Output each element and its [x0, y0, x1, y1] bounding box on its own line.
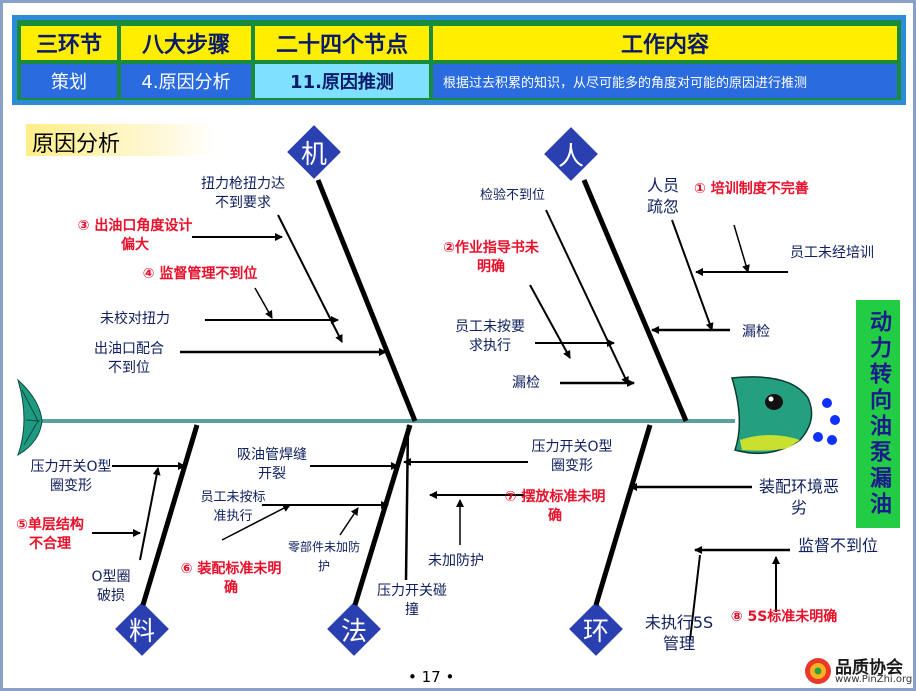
header-val-stage: 策划: [21, 64, 117, 98]
cause-label: ⑥ 装配标准未明确: [180, 561, 282, 596]
bone-ren: [581, 179, 689, 422]
bubble-icon: [822, 398, 832, 408]
section-title-text: 原因分析: [32, 132, 121, 157]
logo-name: 品质协会: [835, 658, 903, 678]
section-title: 原因分析: [26, 124, 216, 157]
cause-label: 吸油管焊缝开裂: [237, 447, 307, 482]
bubble-icon: [813, 432, 823, 442]
cause-label: 漏检: [742, 324, 770, 340]
cause-label: ⑦ 摆放标准未明确: [504, 489, 606, 524]
category-fa: 法: [330, 605, 378, 653]
header-val-content: 根据过去积累的知识，从尽可能多的角度对可能的原因进行推测: [433, 64, 897, 98]
cause-label: ②作业指导书未明确: [443, 240, 539, 275]
cause-label: ⑤单层结构不合理: [16, 517, 84, 552]
cause-label: 零部件未加防护: [288, 540, 361, 573]
bone-huan: [593, 424, 653, 606]
cause-label: ④ 监督管理不到位: [142, 266, 258, 282]
logo: 品质协会 www.PinZhi.org: [803, 651, 915, 691]
header-col-content: 工作内容: [433, 26, 897, 60]
header-table: 三环节 八大步骤 二十四个节点 工作内容 策划 4.原因分析 11.原因推测 根…: [12, 15, 906, 105]
cause-label: 压力开关O型圈变形: [531, 439, 613, 474]
cause-label: 人员疏忽: [646, 176, 679, 216]
cause-label: 未加防护: [428, 553, 484, 569]
category-huan: 环: [572, 605, 620, 653]
bubble-icon: [827, 435, 837, 445]
effect-box: 动力转向油泵漏油: [856, 300, 900, 528]
cause-label: 检验不到位: [480, 188, 546, 203]
cause-label: 员工未按要求执行: [455, 319, 525, 354]
logo-icon: [805, 658, 831, 684]
header-col-nodes: 二十四个节点: [255, 26, 429, 60]
cause-label: O型圈破损: [91, 569, 131, 604]
bone-liao: [140, 424, 200, 606]
page-number: • 17 •: [408, 668, 455, 686]
cause-label: 压力开关O型圈变形: [30, 459, 112, 494]
bubble-icon: [830, 415, 840, 425]
cause-label: 漏检: [512, 375, 540, 391]
header-val-step: 4.原因分析: [121, 64, 251, 98]
cause-label: ① 培训制度不完善: [694, 181, 809, 197]
cause-label: 员工未经培训: [790, 245, 874, 261]
logo-url: www.PinZhi.org: [835, 674, 913, 685]
header-col-stage: 三环节: [21, 26, 117, 60]
cause-label: 装配环境恶劣: [758, 477, 839, 517]
category-ji: 机: [290, 128, 338, 176]
cause-label: 压力开关碰撞: [377, 583, 447, 618]
cause-label: ⑧ 5S标准未明确: [730, 609, 838, 625]
cause-label: 扭力枪扭力达不到要求: [201, 176, 285, 211]
category-liao: 料: [118, 605, 166, 653]
fish-tail-icon: [17, 378, 43, 457]
bone-fa: [352, 424, 413, 606]
category-ren: 人: [547, 130, 595, 178]
cause-label: 未执行5S管理: [644, 613, 714, 653]
header-col-steps: 八大步骤: [121, 26, 251, 60]
cause-label: 监督不到位: [797, 536, 878, 555]
cause-label: ③ 出油口角度设计偏大: [77, 218, 193, 253]
bone-ji: [315, 179, 418, 422]
header-val-node: 11.原因推测: [255, 64, 429, 98]
cause-label: 出油口配合不到位: [94, 341, 164, 376]
cause-label: 员工未按标准执行: [200, 490, 266, 524]
cause-label: 未校对扭力: [100, 311, 170, 327]
